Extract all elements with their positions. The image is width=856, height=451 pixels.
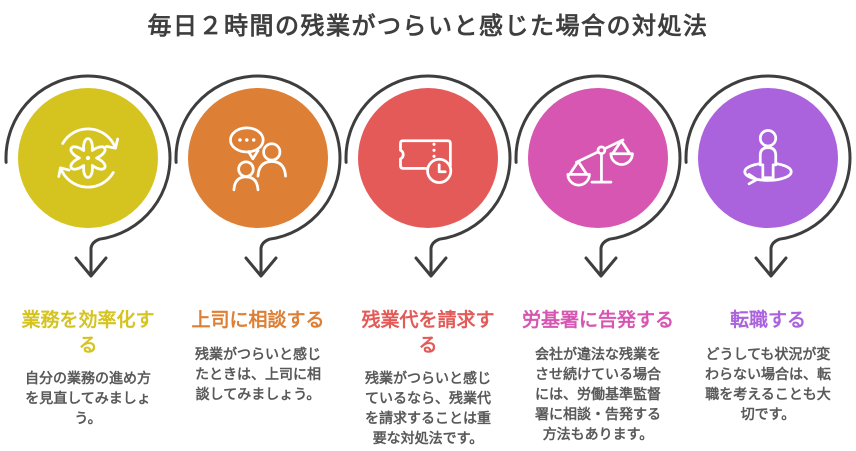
step-graphic	[173, 70, 343, 292]
step-column-4: 労基署に告発する 会社が違法な残業を させ続けている場合 には、労働基準監督 署…	[513, 70, 683, 449]
step-column-2: 上司に相談する 残業がつらいと感じ たときは、上司に相 談してみましょう。	[173, 70, 343, 449]
step-column-5: 転職する どうしても状況が変 わらない場合は、転 職を考えることも大 切です。	[683, 70, 853, 449]
person-turnaround-icon	[743, 129, 793, 186]
step-heading: 転職する	[729, 309, 806, 331]
down-arrow	[174, 74, 342, 278]
step-description: 自分の業務の進め方 を見直してみましょ う。	[25, 371, 151, 428]
step-graphic	[343, 70, 513, 292]
ticket-clock-icon	[399, 139, 453, 184]
step-circle	[358, 88, 498, 228]
step-description: 残業がつらいと感じ たときは、上司に相 談してみましょう。	[195, 346, 321, 403]
step-heading: 上司に相談する	[191, 309, 325, 331]
step-description: 会社が違法な残業を させ続けている場合 には、労働基準監督 署に相談・告発する …	[535, 346, 661, 443]
step-graphic	[683, 70, 853, 292]
step-description: どうしても状況が変 わらない場合は、転 職を考えることも大 切です。	[705, 346, 831, 423]
step-circle	[18, 88, 158, 228]
step-description: 残業がつらいと感じ ているなら、残業代 を請求することは重 要な対処法です。	[365, 371, 491, 448]
step-heading: 労基署に告発する	[521, 309, 674, 331]
down-arrow	[514, 74, 682, 278]
step-graphic	[3, 70, 173, 292]
step-column-3: 残業代を請求す る 残業がつらいと感じ ているなら、残業代 を請求することは重 …	[343, 70, 513, 449]
step-graphic	[513, 70, 683, 292]
step-circle	[698, 88, 838, 228]
consultation-icon	[229, 126, 287, 192]
step-circle	[528, 88, 668, 228]
down-arrow	[684, 74, 852, 278]
step-circle	[188, 88, 328, 228]
step-column-1: 業務を効率化す る 自分の業務の進め方 を見直してみましょ う。	[3, 70, 173, 449]
down-arrow	[344, 74, 512, 278]
down-arrow	[4, 74, 172, 278]
page-title: 毎日２時間の残業がつらいと感じた場合の対処法	[147, 12, 709, 40]
step-heading: 残業代を請求す る	[361, 309, 495, 356]
balance-scale-icon	[566, 138, 634, 187]
gear-refresh-icon	[57, 127, 120, 189]
step-heading: 業務を効率化す る	[21, 309, 155, 356]
steps-row: 業務を効率化す る 自分の業務の進め方 を見直してみましょ う。	[3, 70, 853, 449]
